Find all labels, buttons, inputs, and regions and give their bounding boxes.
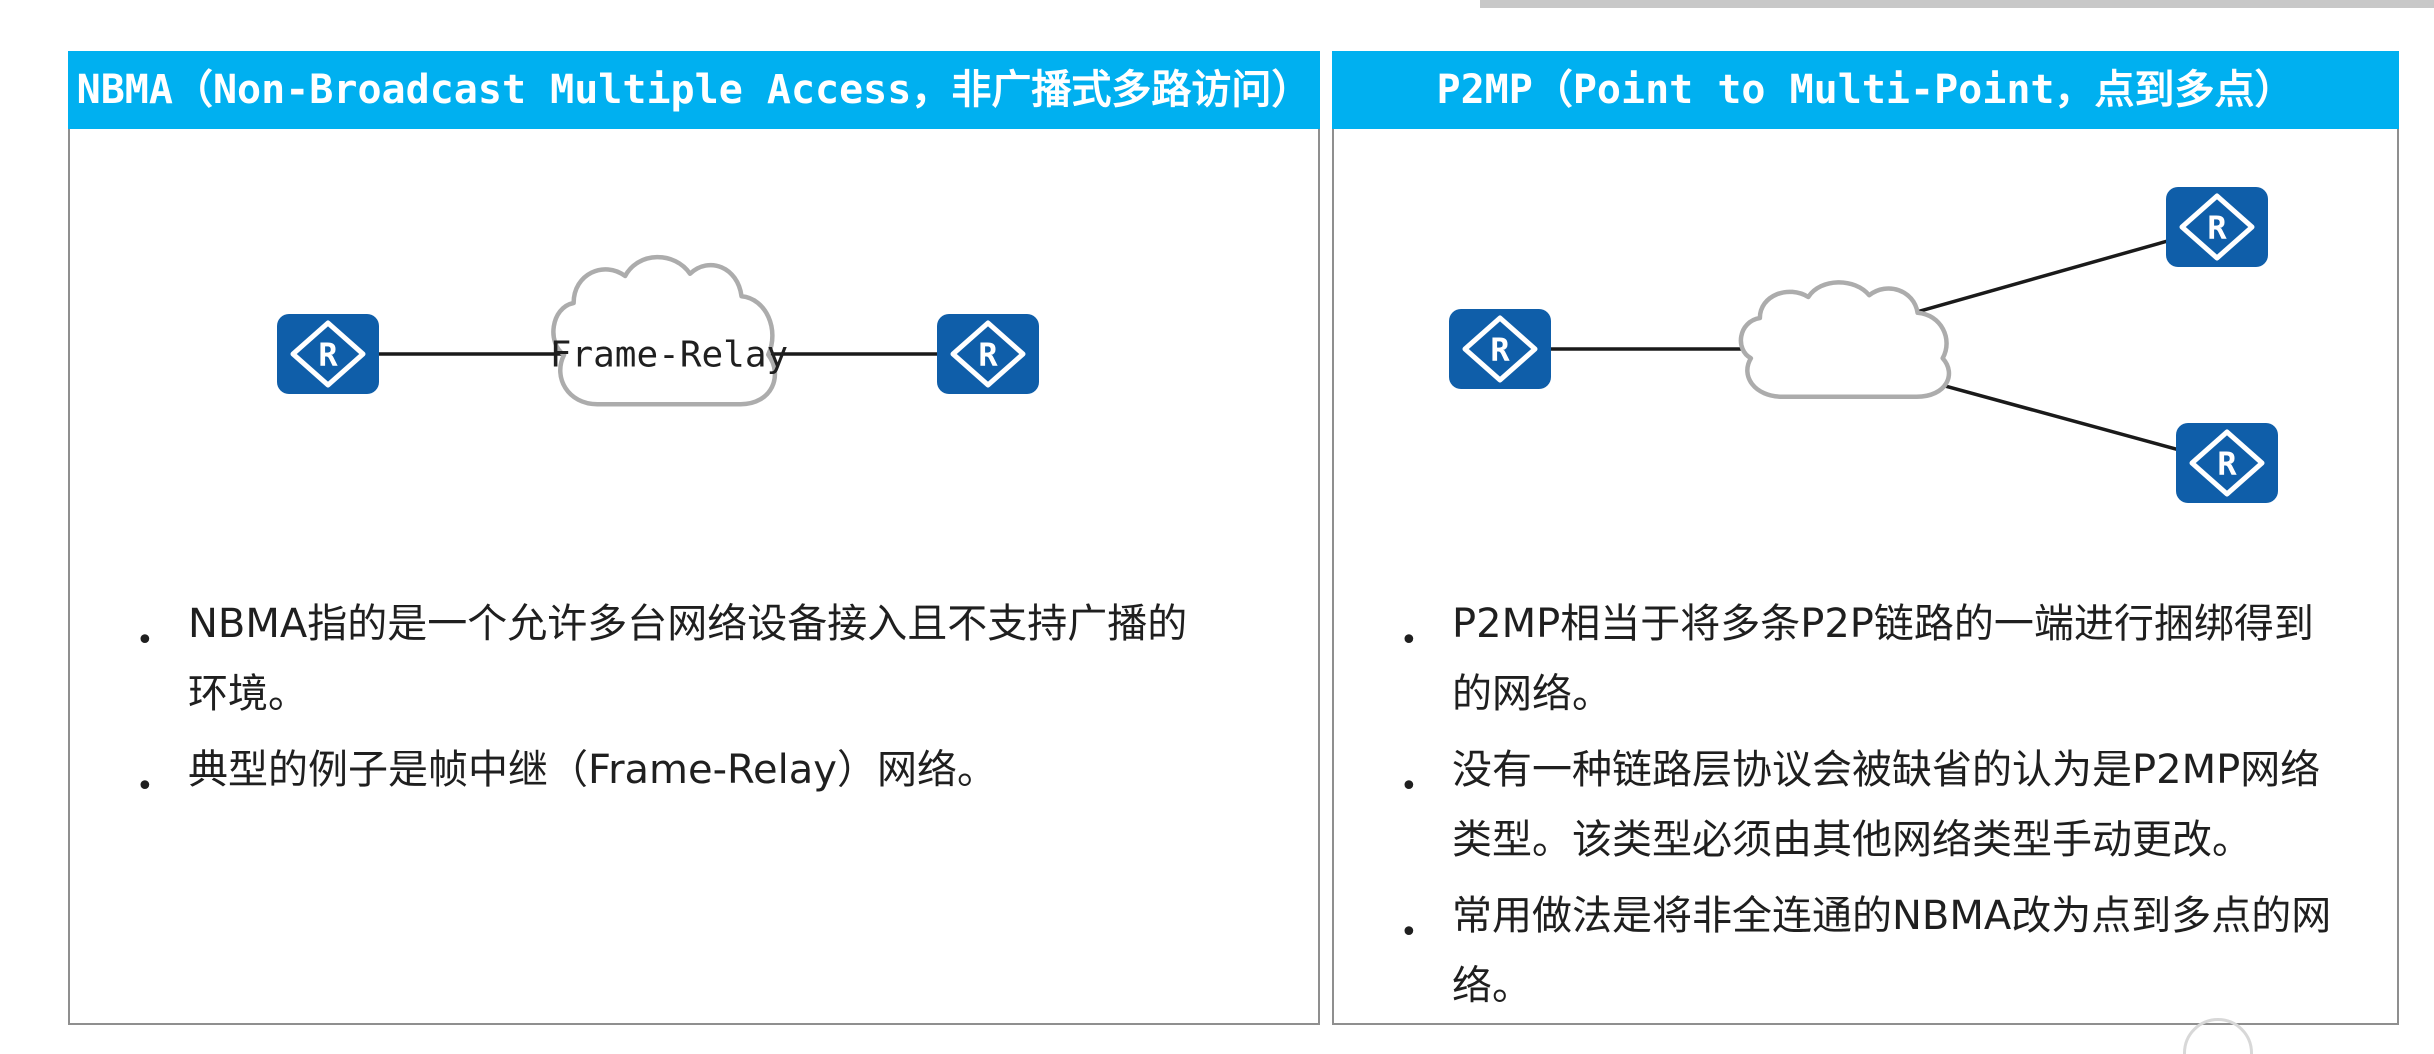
- router-body: [277, 314, 379, 394]
- bullet-item: 典型的例子是帧中继（Frame-Relay）网络。: [136, 735, 1188, 822]
- router-diamond-icon: [1462, 315, 1538, 383]
- panel-p2mp-title: P2MP（Point to Multi-Point，点到多点）: [1332, 51, 2399, 129]
- bullet-item: 没有一种链路层协议会被缺省的认为是P2MP网络类型。该类型必须由其他网络类型手动…: [1400, 735, 2332, 875]
- panel-nbma-title: NBMA（Non-Broadcast Multiple Access，非广播式多…: [68, 51, 1320, 129]
- panel-nbma: NBMA（Non-Broadcast Multiple Access，非广播式多…: [68, 51, 1320, 1025]
- router-diamond-icon: [950, 320, 1026, 388]
- cloud-icon: [553, 257, 775, 404]
- router-diamond-icon: [2179, 193, 2255, 261]
- bullet-list: P2MP相当于将多条P2P链路的一端进行捆绑得到的网络。 没有一种链路层协议会被…: [1334, 579, 2397, 1021]
- video-edge-artifact: [1480, 0, 2434, 8]
- router-letter: R: [978, 336, 998, 374]
- panel-nbma-body: Frame-Relay R R NBMA指的是一个允许多台网络设备接入且不支持广…: [68, 129, 1320, 1025]
- panels-container: NBMA（Non-Broadcast Multiple Access，非广播式多…: [68, 51, 2399, 1025]
- router-icon: R: [2166, 187, 2268, 267]
- router-icon: R: [277, 314, 379, 394]
- router-letter: R: [1490, 331, 1510, 369]
- cloud-icon: [1741, 282, 1949, 396]
- bullet-list: NBMA指的是一个允许多台网络设备接入且不支持广播的环境。 典型的例子是帧中继（…: [70, 579, 1318, 822]
- p2mp-topology-diagram: R R R: [1449, 187, 2278, 503]
- router-body: [1449, 309, 1551, 389]
- bullet-item: P2MP相当于将多条P2P链路的一端进行捆绑得到的网络。: [1400, 589, 2332, 729]
- router-body: [2176, 423, 2278, 503]
- router-body: [2166, 187, 2268, 267]
- cloud-label: Frame-Relay: [550, 335, 788, 376]
- router-letter: R: [318, 336, 338, 374]
- bullet-item: 常用做法是将非全连通的NBMA改为点到多点的网络。: [1400, 881, 2332, 1021]
- router-icon: R: [2176, 423, 2278, 503]
- nbma-topology-diagram: Frame-Relay R R: [277, 129, 1039, 579]
- router-letter: R: [2207, 209, 2227, 247]
- bullet-item: NBMA指的是一个允许多台网络设备接入且不支持广播的环境。: [136, 589, 1188, 729]
- panel-p2mp-body: R R R P2MP相当于将多条P2P链路的一端进行捆绑得到的网络。: [1332, 129, 2399, 1025]
- router-diamond-icon: [2189, 429, 2265, 497]
- router-letter: R: [2217, 445, 2237, 483]
- router-diamond-icon: [290, 320, 366, 388]
- router-icon: R: [937, 314, 1039, 394]
- router-body: [937, 314, 1039, 394]
- panel-p2mp: P2MP（Point to Multi-Point，点到多点） R: [1332, 51, 2399, 1025]
- router-icon: R: [1449, 309, 1551, 389]
